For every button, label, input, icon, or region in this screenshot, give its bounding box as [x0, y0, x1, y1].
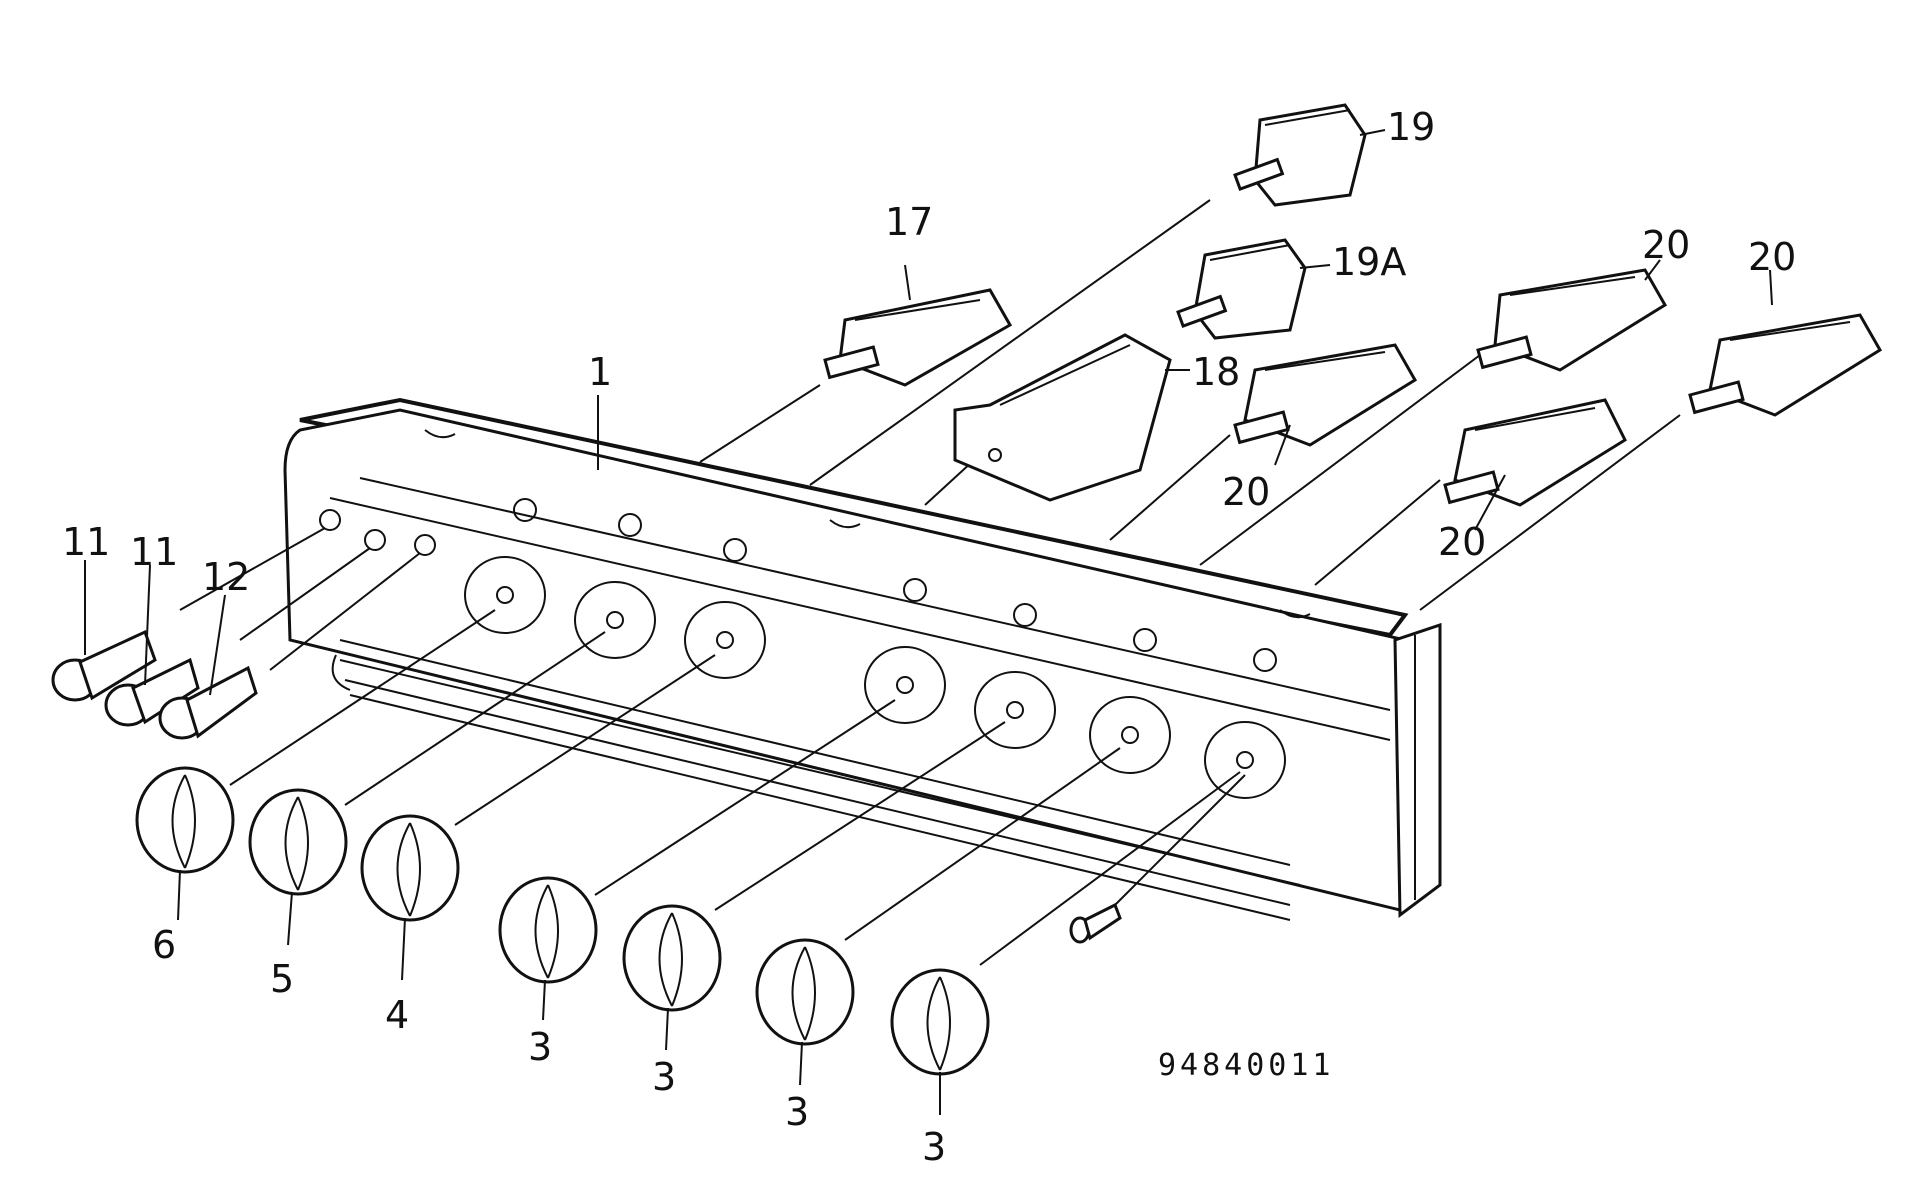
label-panel: 1 — [588, 350, 612, 394]
control-knobs — [135, 766, 990, 1115]
leader-lines — [179, 199, 1681, 966]
switch-18 — [953, 333, 1190, 502]
label-knob-3b: 3 — [652, 1055, 676, 1099]
part-labels: 1 6 5 4 3 3 3 3 11 11 12 17 18 19 19A 20… — [62, 105, 1796, 1169]
label-switch-20c: 20 — [1438, 520, 1486, 564]
control-panel — [283, 397, 1442, 921]
knob-3d — [890, 968, 990, 1115]
knob-3b — [622, 904, 722, 1051]
label-knob-5: 5 — [270, 957, 294, 1001]
knob-5 — [248, 788, 348, 946]
switch-20b — [1476, 259, 1668, 372]
rotary-switches — [823, 259, 1883, 531]
toggle-19 — [1233, 103, 1386, 207]
indicator-lamps — [51, 560, 258, 740]
label-switch-17: 17 — [885, 200, 933, 244]
label-switch-20b: 20 — [1642, 223, 1690, 267]
label-toggle-19: 19 — [1387, 105, 1435, 149]
toggle-19a — [1176, 238, 1331, 340]
lamp-12 — [158, 594, 258, 740]
lamp-11b — [104, 564, 200, 727]
switch-20d — [1688, 269, 1883, 417]
label-knob-3a: 3 — [528, 1025, 552, 1069]
switch-20a — [1233, 343, 1418, 466]
label-switch-18: 18 — [1192, 350, 1240, 394]
label-knob-3c: 3 — [785, 1090, 809, 1134]
knob-6 — [135, 766, 235, 921]
knob-3c — [755, 938, 855, 1086]
label-switch-20d: 20 — [1748, 235, 1796, 279]
label-lamp-11b: 11 — [130, 530, 178, 574]
label-toggle-19a: 19A — [1332, 240, 1406, 284]
switch-20c — [1443, 398, 1627, 531]
label-lamp-12: 12 — [202, 555, 250, 599]
switch-17 — [823, 264, 1013, 387]
fixing-screw — [1069, 902, 1122, 944]
lamp-11a — [51, 560, 157, 702]
knob-4 — [360, 814, 460, 981]
label-knob-3d: 3 — [922, 1125, 946, 1169]
label-knob-6: 6 — [152, 923, 176, 967]
label-lamp-11a: 11 — [62, 520, 110, 564]
toggle-switches — [1176, 103, 1386, 340]
knob-3a — [498, 876, 598, 1021]
label-knob-4: 4 — [385, 993, 409, 1037]
label-switch-20a: 20 — [1222, 470, 1270, 514]
drawing-number: 94840011 — [1158, 1048, 1335, 1083]
